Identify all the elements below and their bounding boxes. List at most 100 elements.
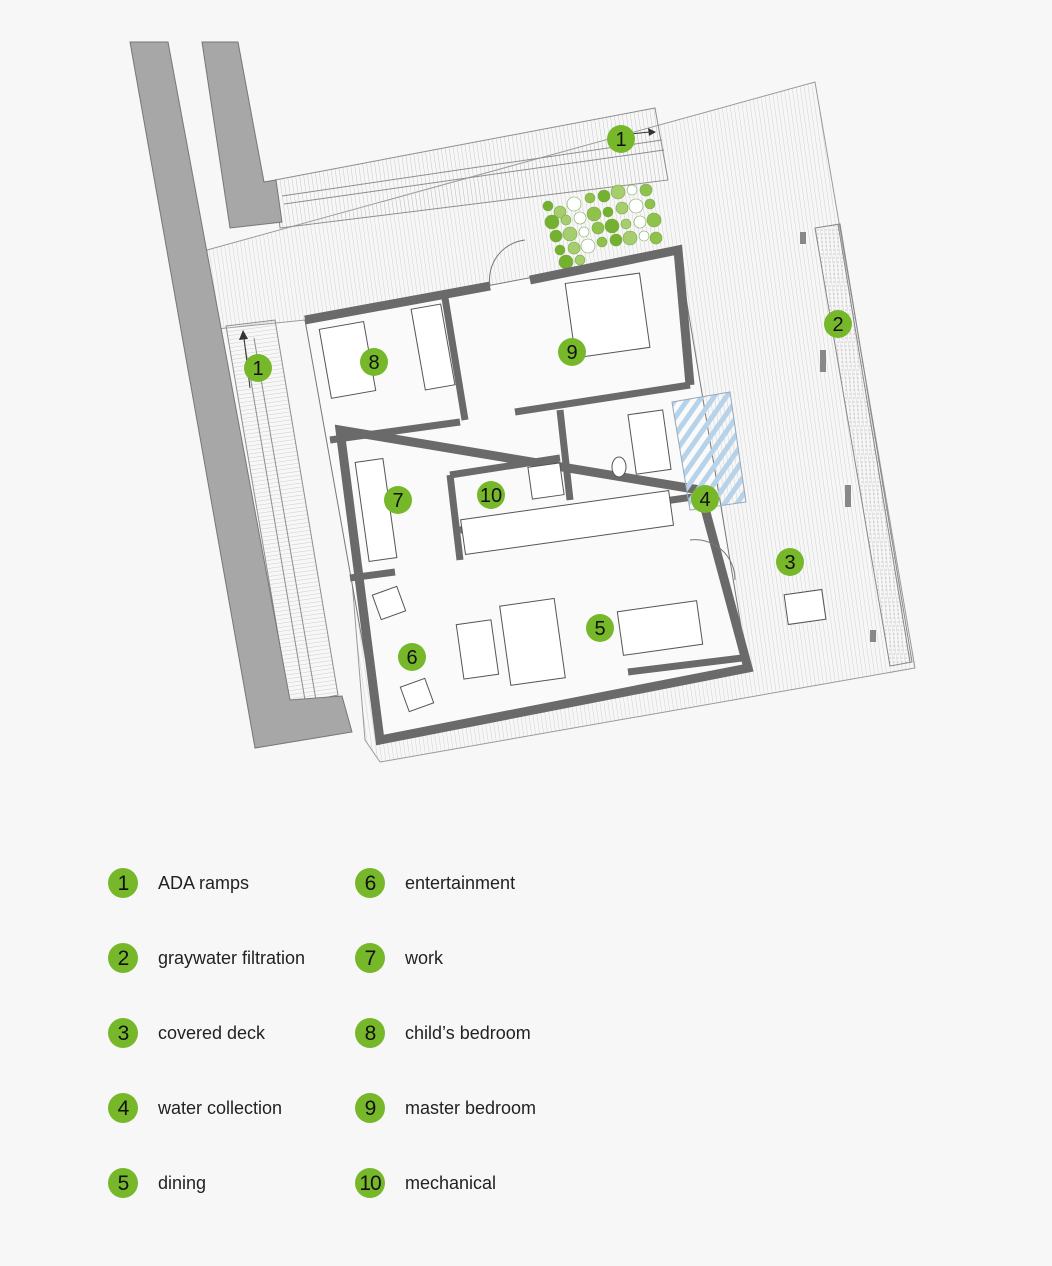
marker-number: 7 — [392, 490, 403, 512]
legend-label: covered deck — [158, 1022, 266, 1043]
legend-badge: 7 — [355, 943, 385, 973]
plant-circle — [626, 184, 638, 196]
master-bed — [564, 272, 651, 359]
plant-circle — [562, 226, 578, 242]
legend-label: mechanical — [405, 1172, 497, 1193]
house-wall-thick — [304, 244, 754, 746]
plant-circle — [586, 206, 602, 222]
legend-badge: 3 — [108, 1018, 138, 1048]
water-collection-area — [671, 391, 747, 511]
plan-marker: 10 — [477, 481, 505, 509]
marker-number: 4 — [699, 489, 710, 511]
legend-label: dining — [158, 1172, 207, 1193]
door-swing — [689, 539, 736, 581]
plant-circle — [567, 241, 581, 255]
plan-marker: 3 — [776, 548, 804, 576]
marker-circle — [398, 643, 426, 671]
plan-marker: 1 — [607, 125, 635, 153]
plan-marker: 2 — [824, 310, 852, 338]
legend-label: child’s bedroom — [405, 1022, 531, 1043]
marker-number: 6 — [406, 647, 417, 669]
plant-circle — [610, 184, 626, 200]
marker-circle — [360, 348, 388, 376]
plant-circle — [646, 212, 662, 228]
plant-circle — [573, 211, 587, 225]
deck-table — [783, 588, 827, 626]
armchair-1 — [371, 585, 407, 621]
legend-badge: 8 — [355, 1018, 385, 1048]
legend-label: ADA ramps — [158, 872, 250, 893]
plant-circle — [549, 229, 563, 243]
legend-item: 6 entertainment — [355, 866, 515, 900]
marker-circle — [691, 485, 719, 513]
legend-label: graywater filtration — [158, 947, 306, 968]
plan-marker: 7 — [384, 486, 412, 514]
plan-marker: 4 — [691, 485, 719, 513]
planter — [542, 183, 663, 270]
marker-circle — [586, 614, 614, 642]
door-swing — [489, 239, 526, 287]
plant-circle — [580, 238, 596, 254]
plant-circle — [615, 201, 629, 215]
plan-marker: 6 — [398, 643, 426, 671]
arrow-head-icon — [648, 128, 656, 136]
plant-circle — [628, 198, 644, 214]
plant-circle — [639, 183, 653, 197]
outer-wall-strip — [129, 41, 353, 749]
legend-badge: 6 — [355, 868, 385, 898]
marker-number: 2 — [832, 314, 843, 336]
legend-item: 10 mechanical — [355, 1166, 496, 1200]
plan-marker: 1 — [244, 354, 272, 382]
coffee-table — [455, 619, 500, 680]
marker-circle — [244, 354, 272, 382]
sofa — [499, 597, 566, 686]
legend-label: work — [405, 947, 444, 968]
plan-marker: 9 — [558, 338, 586, 366]
marker-number: 3 — [784, 552, 795, 574]
armchair-2 — [399, 677, 435, 713]
legend-item: 3 covered deck — [108, 1016, 265, 1050]
plant-circle — [542, 200, 554, 212]
plant-circle — [602, 206, 614, 218]
legend-badge: 1 — [108, 868, 138, 898]
legend-label: entertainment — [405, 872, 516, 893]
legend-badge: 2 — [108, 943, 138, 973]
plant-circle — [644, 198, 656, 210]
marker-number: 10 — [480, 485, 502, 507]
plan-marker: 8 — [360, 348, 388, 376]
plant-circle — [566, 196, 582, 212]
plant-circle — [609, 233, 623, 247]
marker-circle — [477, 481, 505, 509]
arrow-head-icon — [239, 330, 248, 340]
plant-circle — [638, 230, 650, 242]
marker-number: 8 — [368, 352, 379, 374]
marker-number: 9 — [566, 342, 577, 364]
marker-circle — [776, 548, 804, 576]
legend-item: 8 child’s bedroom — [355, 1016, 531, 1050]
marker-circle — [558, 338, 586, 366]
legend-label: water collection — [158, 1097, 283, 1118]
marker-circle — [824, 310, 852, 338]
plant-circle — [633, 215, 647, 229]
dining-table — [616, 600, 704, 656]
plant-circle — [597, 189, 611, 203]
plant-circle — [622, 230, 638, 246]
plant-circle — [649, 231, 663, 245]
plant-circle — [554, 244, 566, 256]
legend-badge: 9 — [355, 1093, 385, 1123]
plant-circle — [560, 214, 572, 226]
plant-circle — [620, 218, 632, 230]
toilet — [611, 456, 627, 478]
plant-circle — [578, 226, 590, 238]
plant-circle — [544, 214, 560, 230]
child-closet — [410, 303, 456, 391]
legend-badge: 10 — [355, 1168, 385, 1198]
plant-circle — [604, 218, 620, 234]
marker-number: 1 — [615, 129, 626, 151]
legend-item: 7 work — [355, 941, 443, 975]
bathtub — [627, 409, 672, 475]
plant-circle — [558, 254, 574, 270]
marker-number: 5 — [594, 618, 605, 640]
